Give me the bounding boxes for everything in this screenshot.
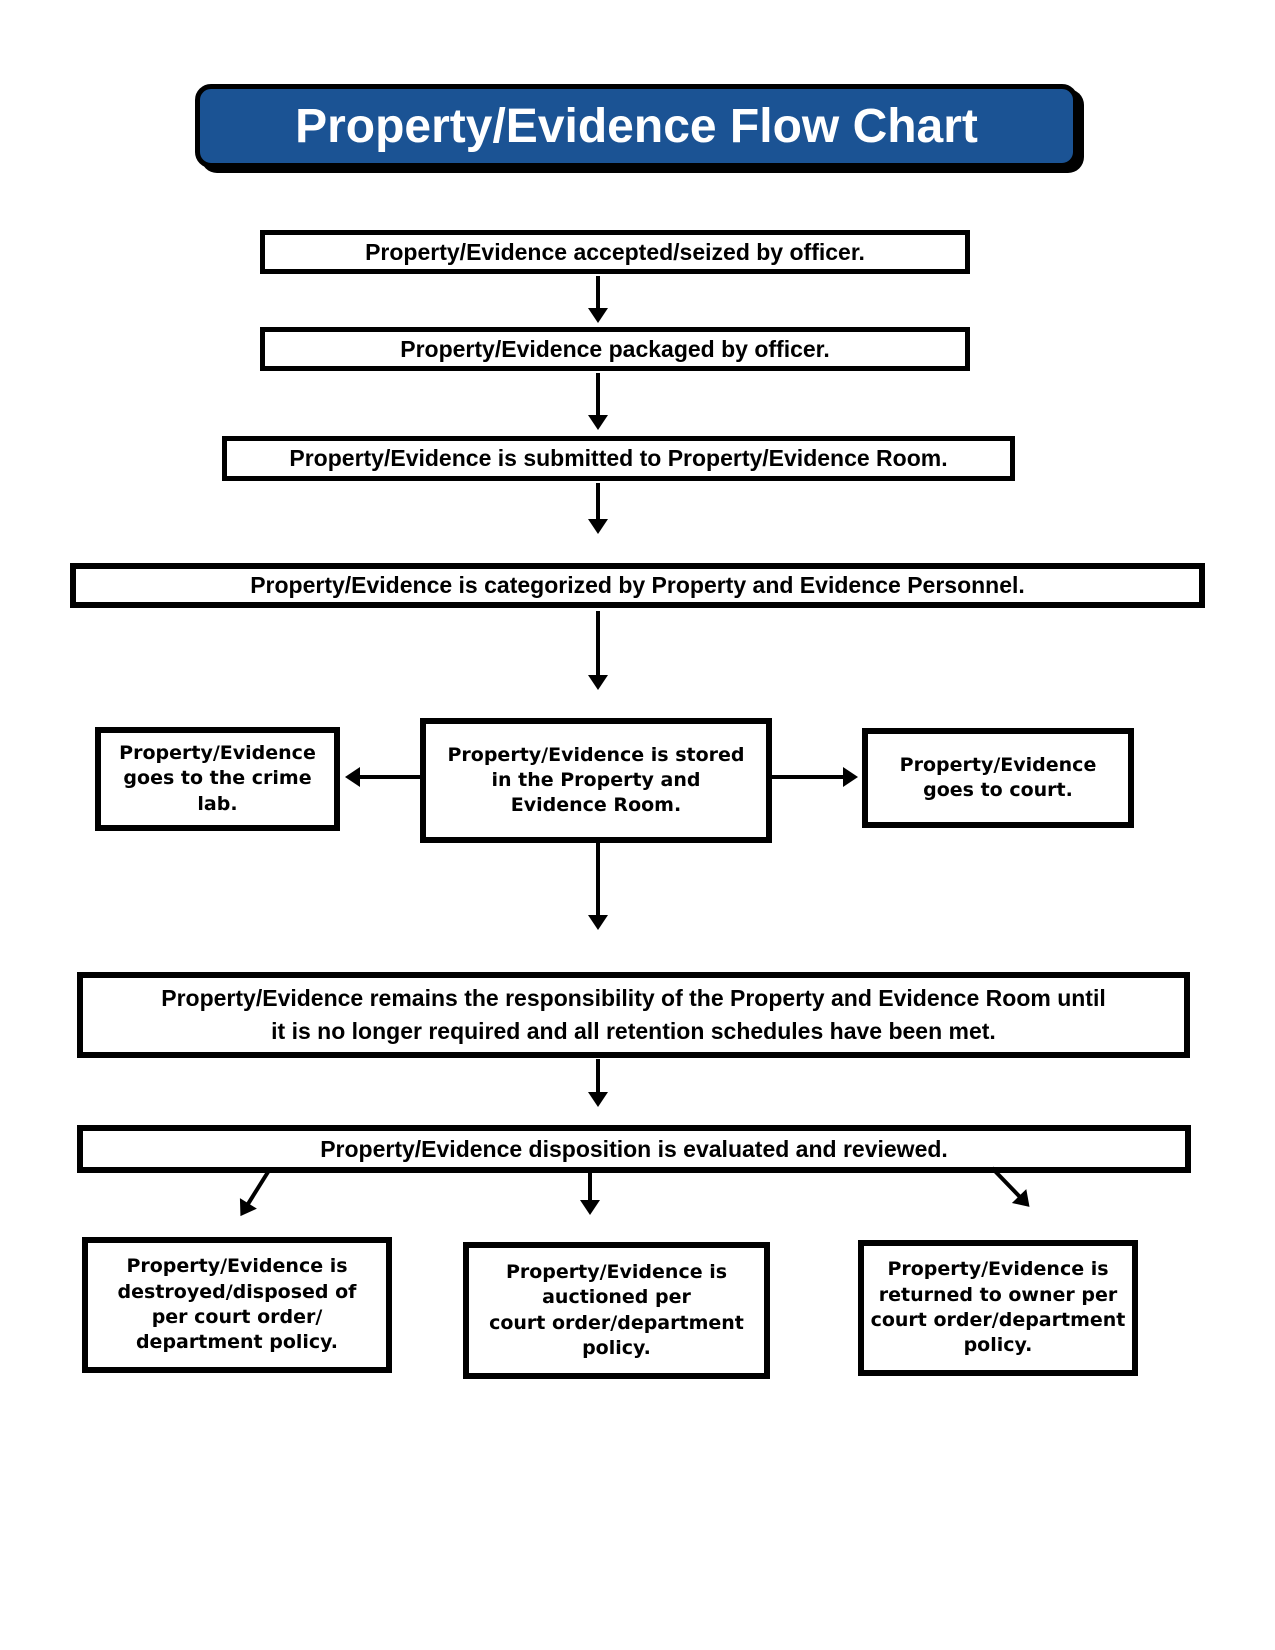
node-categorized: Property/Evidence is categorized by Prop… [70,563,1205,608]
arrow-head-icon [588,1092,608,1107]
node-packaged: Property/Evidence packaged by officer. [260,327,970,371]
arrow-stem [358,775,420,779]
arrow-stem [588,1172,592,1202]
arrow-stem [596,276,600,310]
arrow-head-icon [843,767,858,787]
arrow-disposition-to-auctioned [579,1172,601,1215]
arrow-head-icon [588,915,608,930]
arrow-disposition-to-destroyed [231,1166,277,1222]
arrow-stem [772,775,845,779]
arrow-stem [596,373,600,417]
arrow-packaged-to-submitted [587,373,609,430]
node-responsibility: Property/Evidence remains the responsibi… [77,972,1190,1058]
arrow-stem [596,843,600,917]
arrow-stem [596,1059,600,1094]
page-title: Property/Evidence Flow Chart [195,84,1078,168]
arrow-head-icon [588,519,608,534]
arrow-head-icon [588,675,608,690]
node-accepted: Property/Evidence accepted/seized by off… [260,230,970,274]
arrow-categorized-to-stored [587,611,609,690]
arrow-stem [596,611,600,677]
arrow-submitted-to-categorized [587,483,609,534]
arrow-responsibility-to-disposition [587,1059,609,1107]
arrow-accepted-to-packaged [587,276,609,323]
arrow-stored-to-responsibility [587,843,609,930]
node-court: Property/Evidence goes to court. [862,728,1134,828]
arrow-stored-to-crime-lab [345,766,420,788]
arrow-head-icon [588,415,608,430]
node-submitted: Property/Evidence is submitted to Proper… [222,436,1015,481]
arrow-head-icon [588,308,608,323]
node-disposition: Property/Evidence disposition is evaluat… [77,1125,1191,1173]
node-stored: Property/Evidence is stored in the Prope… [420,718,772,843]
arrow-stem [596,483,600,521]
arrow-head-icon [580,1200,600,1215]
arrow-head-icon [345,767,360,787]
node-crime-lab: Property/Evidence goes to the crime lab. [95,727,340,831]
node-destroyed: Property/Evidence is destroyed/disposed … [82,1237,392,1373]
arrow-stem [245,1170,270,1207]
node-auctioned: Property/Evidence is auctioned per court… [463,1242,770,1379]
node-returned: Property/Evidence is returned to owner p… [858,1240,1138,1376]
arrow-stored-to-court [772,766,858,788]
arrow-head-icon [231,1198,257,1222]
